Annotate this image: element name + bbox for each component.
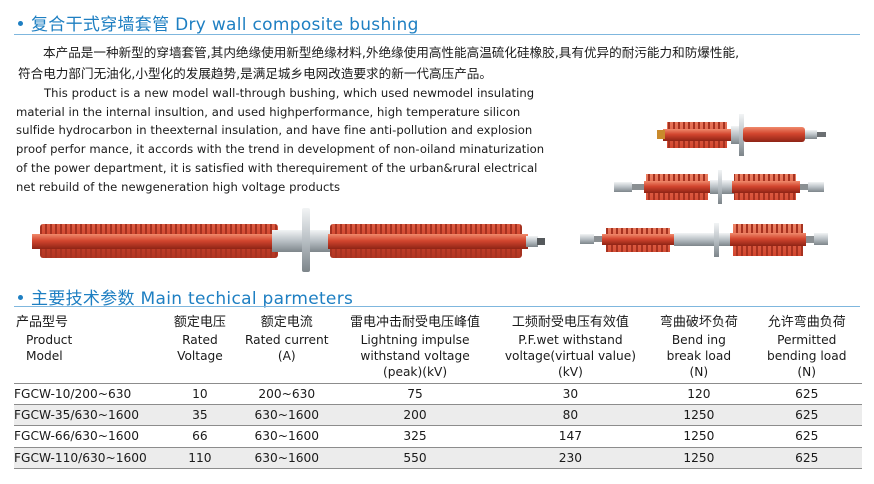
cell-model: FGCW-35/630~1600 <box>14 404 162 426</box>
header-en: bending load <box>766 349 847 363</box>
cn-line: 本产品是一种新型的穿墙套管,其内绝缘使用新型绝缘材料,外绝缘使用高性能高温硫化硅… <box>43 45 740 60</box>
cell-pf: 80 <box>494 404 647 426</box>
header-bend-break-load: 弯曲破坏负荷 Bend ing break load (N) <box>646 312 751 384</box>
cell-voltage: 10 <box>161 382 238 405</box>
section-title-intro: 复合干式穿墙套管 Dry wall composite bushing <box>18 10 419 35</box>
header-cn: 工频耐受电压有效值 <box>511 315 629 330</box>
cell-voltage: 110 <box>161 446 238 469</box>
bullet-icon <box>18 20 23 26</box>
header-en: (N) <box>689 365 709 379</box>
cell-permitted-load: 625 <box>751 446 862 469</box>
en-line: This product is a new model wall-through… <box>44 86 535 100</box>
header-en: (peak)(kV) <box>382 365 448 379</box>
header-cn: 弯曲破坏负荷 <box>659 315 738 330</box>
cell-pf: 147 <box>494 425 647 448</box>
header-product-model: 产品型号 Product Model <box>14 312 162 384</box>
header-lightning-impulse: 雷电冲击耐受电压峰值 Lightning impulse withstand v… <box>336 312 495 384</box>
cell-model: FGCW-110/630~1600 <box>14 446 162 469</box>
header-rated-voltage: 额定电压 Rated Voltage <box>162 312 238 384</box>
header-en: (A) <box>277 349 296 363</box>
header-en: Product <box>26 333 73 347</box>
header-en: withstand voltage <box>360 349 470 363</box>
cell-break-load: 120 <box>646 382 752 405</box>
header-en: P.F.wet withstand <box>518 333 623 347</box>
medium-bushing-photo <box>614 170 824 204</box>
cell-pf: 230 <box>494 446 647 469</box>
table-row: FGCW-35/630~1600 35 630~1600 200 80 1250… <box>14 404 862 426</box>
cell-current: 630~1600 <box>237 425 336 448</box>
cell-break-load: 1250 <box>646 404 752 426</box>
header-en: Voltage <box>177 349 223 363</box>
table-row: FGCW-10/200~630 10 200~630 75 30 120 625 <box>14 382 862 405</box>
en-line: sulfide hydrocarbon in theexternal insul… <box>16 123 533 138</box>
en-line: of the power department, it is satisfied… <box>16 160 538 175</box>
header-en: Rated <box>182 333 218 347</box>
cell-voltage: 35 <box>161 404 238 426</box>
header-pf-withstand: 工频耐受电压有效值 P.F.wet withstand voltage(virt… <box>495 312 647 384</box>
section-title-params: 主要技术参数 Main techical parmeters <box>18 284 353 309</box>
cell-current: 630~1600 <box>237 404 336 426</box>
long-bushing-photo <box>580 223 828 257</box>
header-en: (kV) <box>557 365 583 379</box>
cell-permitted-load: 625 <box>751 382 862 405</box>
section-divider <box>14 34 860 35</box>
bullet-icon <box>18 294 23 300</box>
header-cn: 额定电压 <box>173 315 226 330</box>
cn-line: 符合电力部门无油化,小型化的发展趋势,是满足城乡电网改造要求的新一代高压产品。 <box>18 66 492 81</box>
table-header-row: 产品型号 Product Model 额定电压 Rated Voltage 额定… <box>14 312 862 384</box>
table-row: FGCW-66/630~1600 66 630~1600 325 147 125… <box>14 425 862 448</box>
header-rated-current: 额定电流 Rated current (A) <box>238 312 336 384</box>
section-divider <box>14 306 860 307</box>
header-en: Permitted <box>777 333 837 347</box>
cell-model: FGCW-66/630~1600 <box>14 425 162 448</box>
cell-permitted-load: 625 <box>751 404 862 426</box>
section-title-text: 主要技术参数 Main techical parmeters <box>31 289 354 309</box>
header-cn: 允许弯曲负荷 <box>767 315 846 330</box>
header-permitted-bending-load: 允许弯曲负荷 Permitted bending load (N) <box>751 312 862 384</box>
en-line: material in the internal insultion, and … <box>16 104 521 119</box>
large-bushing-photo <box>32 208 545 272</box>
header-en: Model <box>26 349 63 363</box>
cell-break-load: 1250 <box>646 425 752 448</box>
header-en: (N) <box>797 365 817 379</box>
header-en: Bend ing <box>671 333 726 347</box>
section-title-text: 复合干式穿墙套管 Dry wall composite bushing <box>31 15 419 35</box>
en-line: net rebuild of the newgeneration high vo… <box>16 179 341 194</box>
header-cn: 雷电冲击耐受电压峰值 <box>350 315 481 330</box>
cell-model: FGCW-10/200~630 <box>14 382 162 405</box>
cell-current: 200~630 <box>237 382 336 405</box>
header-en: Lightning impulse <box>360 333 470 347</box>
header-en: Rated current <box>244 333 329 347</box>
cell-lightning: 75 <box>335 382 495 405</box>
table-row: FGCW-110/630~1600 110 630~1600 550 230 1… <box>14 446 862 469</box>
english-description: This product is a new model wall-through… <box>16 84 576 196</box>
cell-current: 630~1600 <box>237 446 336 469</box>
header-cn: 额定电流 <box>260 315 313 330</box>
cell-voltage: 66 <box>161 425 238 448</box>
header-cn: 产品型号 <box>16 315 69 330</box>
cell-lightning: 200 <box>335 404 495 426</box>
header-en: voltage(virtual value) <box>504 349 637 363</box>
en-line: proof perfor mance, it accords with the … <box>16 142 545 157</box>
cell-pf: 30 <box>494 382 647 405</box>
cell-lightning: 550 <box>335 446 495 469</box>
parameters-table: 产品型号 Product Model 额定电压 Rated Voltage 额定… <box>14 312 862 469</box>
header-en: break load <box>666 349 732 363</box>
cell-permitted-load: 625 <box>751 425 862 448</box>
cell-break-load: 1250 <box>646 446 752 469</box>
cell-lightning: 325 <box>335 425 495 448</box>
chinese-description: 本产品是一种新型的穿墙套管,其内绝缘使用新型绝缘材料,外绝缘使用高性能高温硫化硅… <box>18 42 863 84</box>
small-bushing-photo <box>657 114 826 156</box>
